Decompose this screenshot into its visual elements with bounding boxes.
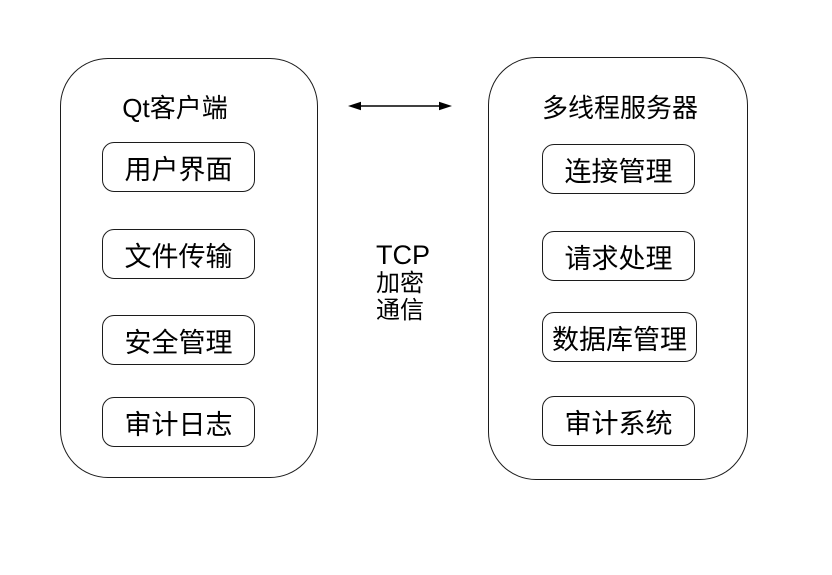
server-module-connection-label: 连接管理	[564, 156, 673, 187]
server-module-database-label: 数据库管理	[552, 324, 687, 355]
server-module-connection: 连接管理	[542, 144, 695, 194]
server-module-audit-system: 审计系统	[542, 396, 695, 446]
client-module-ui: 用户界面	[102, 142, 255, 192]
server-panel-title: 多线程服务器	[541, 93, 698, 123]
server-module-audit-system-label: 审计系统	[564, 408, 673, 439]
client-module-file-transfer: 文件传输	[102, 229, 255, 279]
link-label: TCP 加密 通信	[376, 240, 430, 324]
client-module-audit-log: 审计日志	[102, 397, 255, 447]
bidirectional-arrow-icon	[348, 101, 452, 111]
server-module-request: 请求处理	[542, 231, 695, 281]
client-module-audit-log-label: 审计日志	[124, 409, 233, 440]
client-module-security-label: 安全管理	[124, 327, 233, 358]
link-label-line-2: 通信	[376, 297, 424, 324]
server-module-request-label: 请求处理	[564, 243, 673, 274]
link-protocol-text: TCP	[376, 240, 430, 270]
server-module-database: 数据库管理	[542, 312, 697, 362]
client-panel-title: Qt客户端	[122, 93, 228, 123]
client-module-ui-label: 用户界面	[124, 154, 233, 185]
client-module-file-transfer-label: 文件传输	[124, 241, 233, 272]
link-label-line-1: 加密	[376, 270, 424, 297]
client-module-security: 安全管理	[102, 315, 255, 365]
